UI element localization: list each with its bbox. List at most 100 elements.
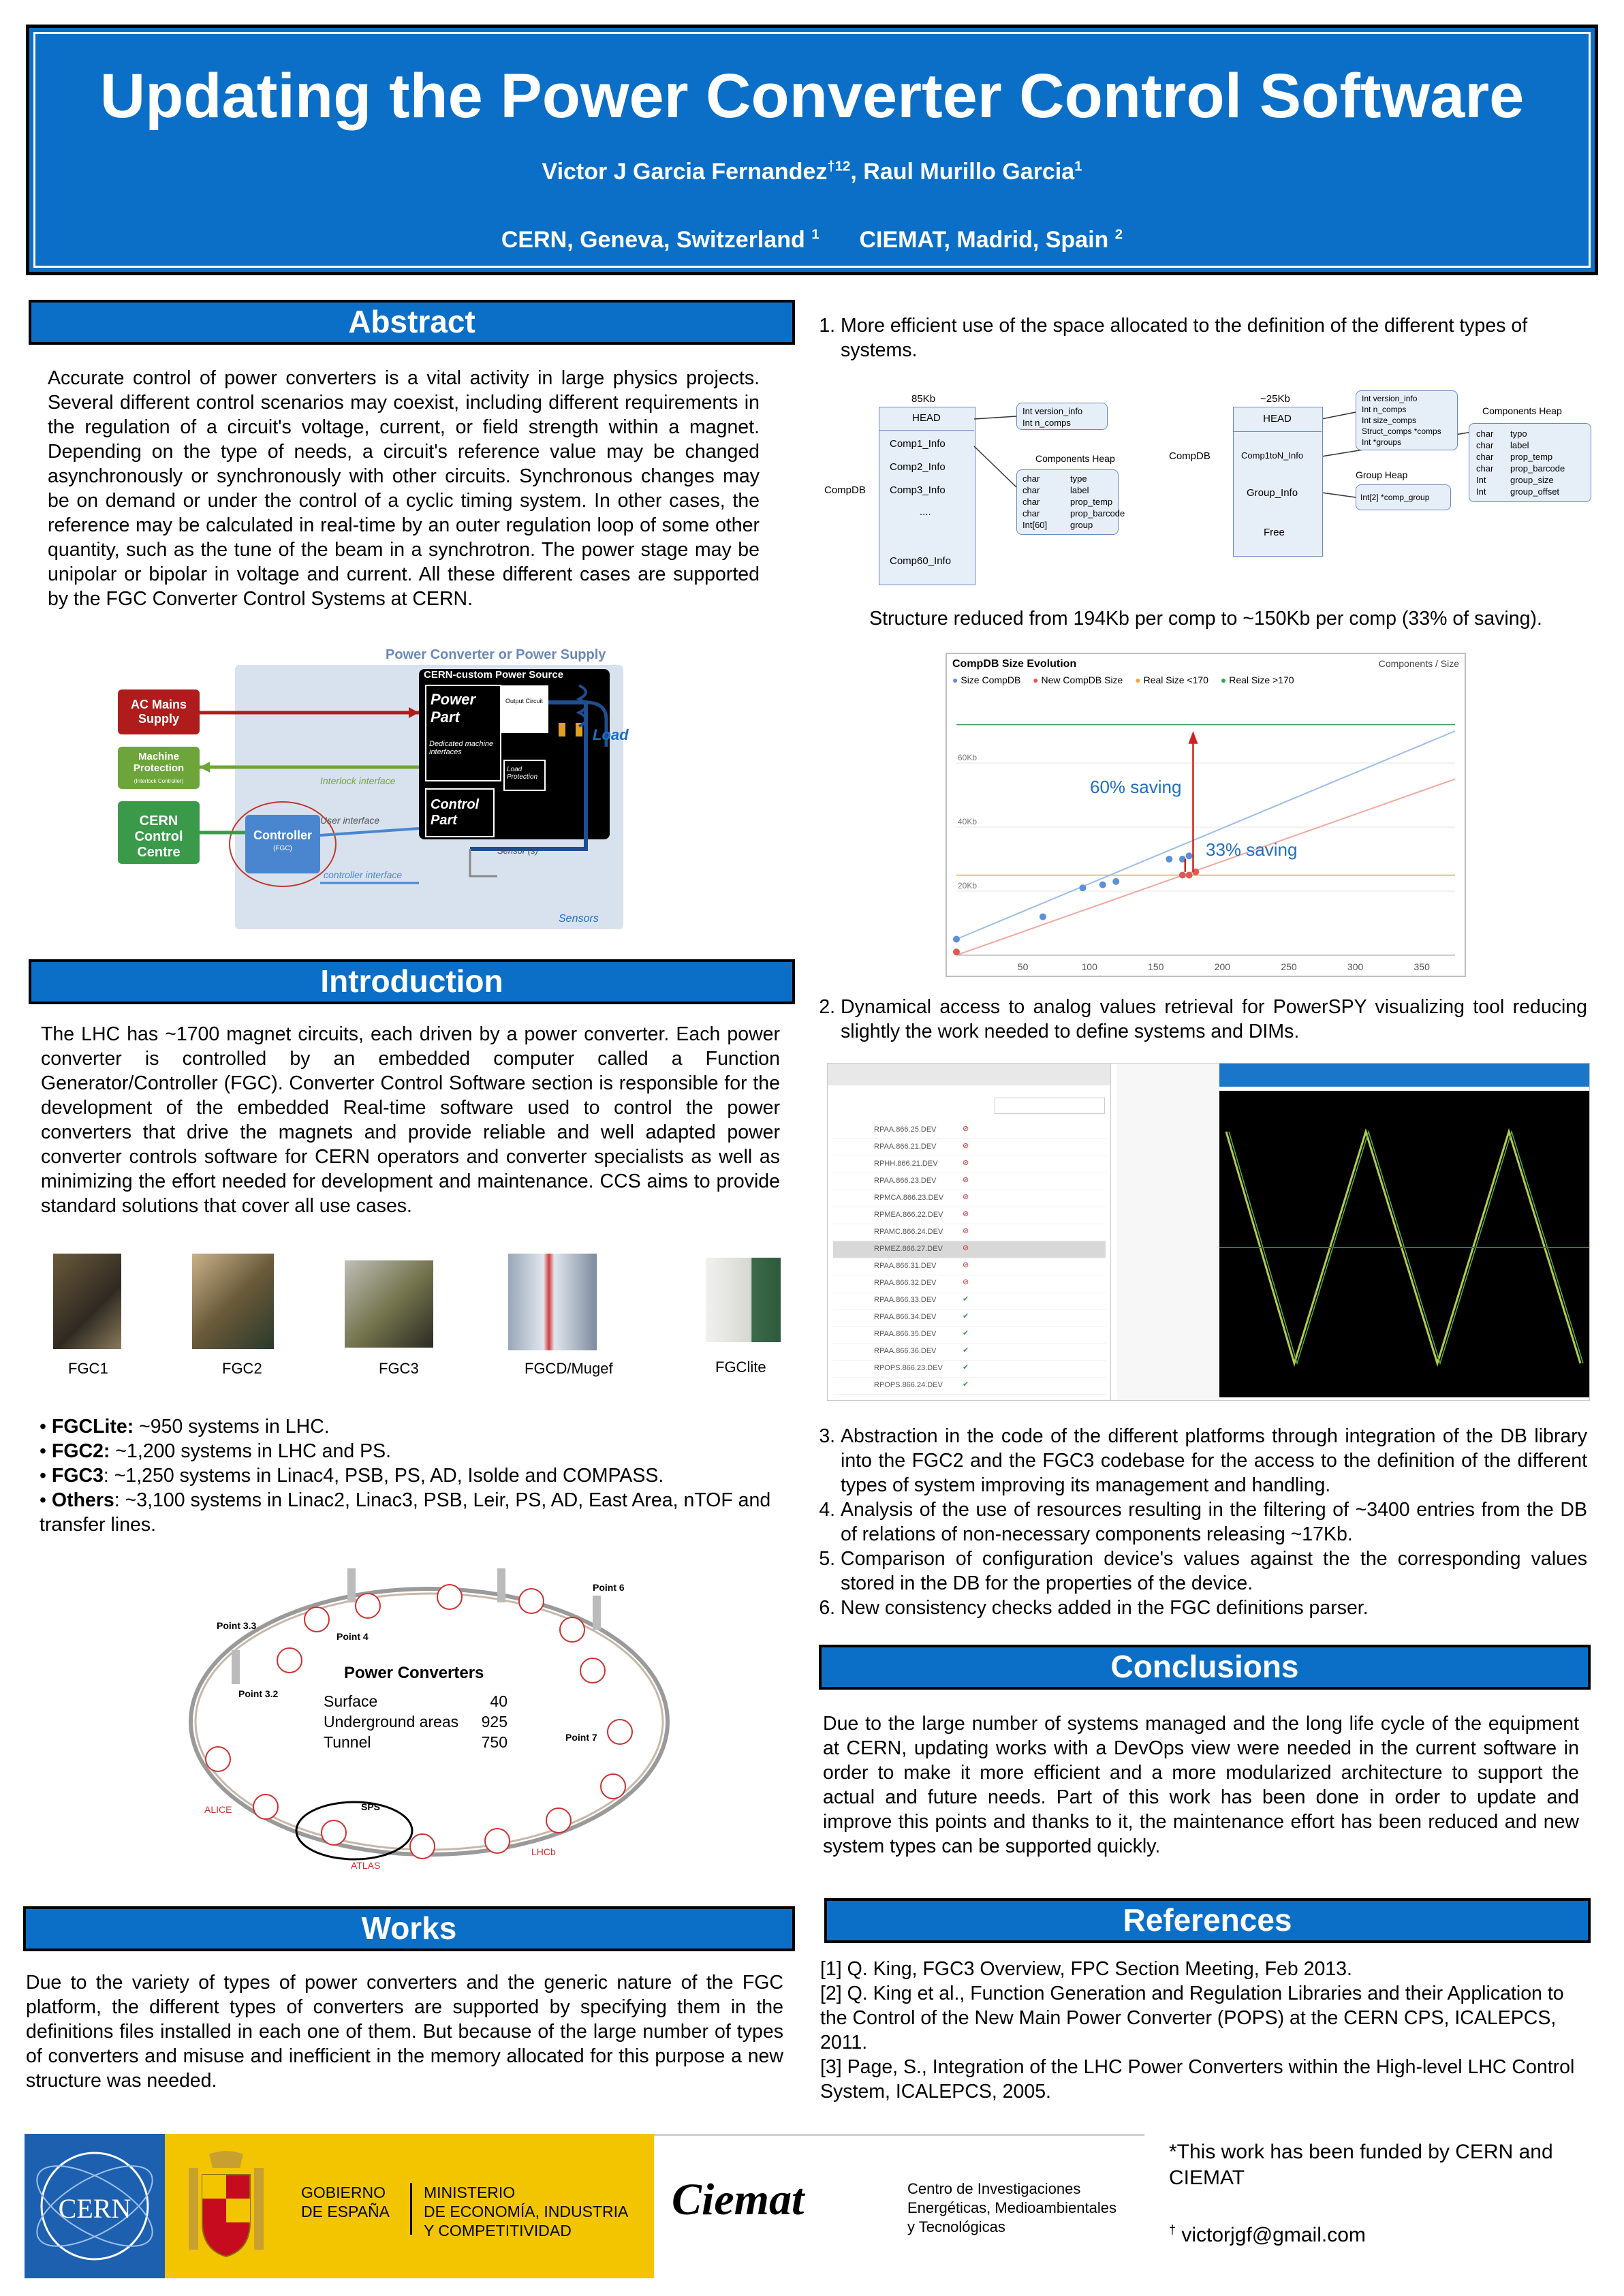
data-point: [1166, 856, 1173, 863]
list-toolbar: [828, 1064, 1110, 1085]
device-list-row[interactable]: RPMEA.866.22.DEV⊘: [833, 1207, 1106, 1224]
reference-3: [3] Page, S., Integration of the LHC Pow…: [820, 2056, 1575, 2103]
fgc1-photo: [53, 1254, 121, 1349]
ciemat-logo: Ciemat: [672, 2175, 805, 2224]
device-list-name: RPAA.866.33.DEV: [874, 1296, 937, 1304]
structure-diagram: 85Kb HEAD Comp1_Info Comp2_Info Comp3_In…: [824, 385, 1594, 585]
ciemat-box: Ciemat Centro de Investigaciones Energét…: [654, 2134, 1144, 2280]
gobierno-divider: [410, 2183, 412, 2235]
device-list-row[interactable]: RPAA.866.31.DEV⊘: [833, 1258, 1106, 1275]
device-list-row[interactable]: RPAA.866.21.DEV⊘: [833, 1139, 1106, 1156]
device-list-name: RPAA.866.21.DEV: [874, 1143, 937, 1151]
author-line: Victor J Garcia Fernandez†12, Raul Muril…: [29, 159, 1595, 185]
email: victorjgf@gmail.com: [1176, 2224, 1366, 2246]
map-point-7: Point 7: [565, 1732, 597, 1743]
status-icon: ✔: [963, 1346, 969, 1354]
gobierno-box: GOBIERNO DE ESPAÑA MINISTERIO DE ECONOMÍ…: [165, 2134, 654, 2278]
works-text: Due to the variety of types of power con…: [26, 1972, 783, 2092]
powerspy-sidepanel: [1117, 1064, 1219, 1400]
affiliation-2-sup: 2: [1114, 227, 1123, 243]
device-list-name: RPAA.866.32.DEV: [874, 1279, 937, 1287]
data-point: [953, 948, 960, 956]
device-photos: FGC1 FGC2 FGC3 FGCD/Mugef FGClite: [48, 1251, 797, 1380]
device-list-row[interactable]: RPAA.866.36.DEV✔: [833, 1344, 1106, 1361]
map-point-4: Point 4: [337, 1631, 369, 1642]
machine-protection-sub: (Interlock Controller): [134, 778, 184, 784]
status-icon: ✔: [963, 1312, 969, 1320]
device-list-row[interactable]: RPAA.866.25.DEV⊘: [833, 1122, 1106, 1139]
item-5-text: Comparison of configuration device's val…: [841, 1547, 1587, 1596]
status-icon: ⊘: [963, 1227, 969, 1235]
device-list-row[interactable]: RPMEZ.866.27.DEV⊘: [833, 1241, 1106, 1258]
status-icon: ✔: [963, 1363, 969, 1371]
status-icon: ✔: [963, 1295, 969, 1303]
x-tick-label: 50: [1018, 961, 1029, 972]
legend-1: ● Size CompDB: [952, 674, 1021, 685]
old-row-2: Comp2_Info: [890, 461, 946, 473]
diagram-outer-title: Power Converter or Power Supply: [386, 647, 606, 662]
powerspy-screenshot: RPAA.866.25.DEV⊘RPAA.866.21.DEV⊘RPHH.866…: [827, 1063, 1590, 1401]
conclusions-heading: Conclusions: [819, 1645, 1591, 1690]
device-list-name: RPAA.866.31.DEV: [874, 1262, 937, 1270]
device-list-name: RPMEA.866.22.DEV: [874, 1211, 943, 1219]
power-converter-svg: [118, 665, 623, 929]
x-tick-label: 250: [1281, 961, 1297, 972]
device-list-row[interactable]: RPAMC.866.24.DEV⊘: [833, 1224, 1106, 1241]
ac-mains-label: AC Mains Supply: [130, 698, 187, 726]
new-head: HEAD: [1233, 407, 1322, 432]
device-list-row[interactable]: RPOPS.866.24.DEV✔: [833, 1378, 1106, 1395]
powerspy-waves: [1219, 1128, 1589, 1367]
list-search-input[interactable]: [995, 1098, 1105, 1114]
device-list-row[interactable]: RPAA.866.33.DEV ✔: [833, 1292, 1106, 1309]
status-icon: ⊘: [963, 1244, 969, 1252]
abstract-heading: Abstract: [29, 300, 795, 345]
status-icon: ⊘: [963, 1159, 969, 1167]
reference-2: [2] Q. King et al., Function Generation …: [820, 1983, 1564, 2053]
controller-label: Controller: [253, 828, 312, 842]
map-atlas: ATLAS: [351, 1860, 381, 1871]
device-list-row[interactable]: RPAA.866.23.DEV⊘: [833, 1173, 1106, 1190]
power-part-label: Power Part: [431, 691, 476, 726]
old-size: 85Kb: [911, 393, 936, 405]
trend-line-size: [956, 730, 1456, 940]
y-tick-label: 60Kb: [958, 753, 977, 762]
x-tick-label: 150: [1148, 961, 1164, 972]
affiliation-2: CIEMAT, Madrid, Spain: [859, 227, 1109, 253]
item-6-text: New consistency checks added in the FGC …: [841, 1596, 1587, 1620]
powerspy-toolbar: [1219, 1064, 1589, 1087]
device-list-row[interactable]: RPAA.866.35.DEV✔: [833, 1327, 1106, 1344]
dedicated-interfaces-label: Dedicated machine interfaces: [429, 740, 494, 756]
sensor-label: Sensor (s): [497, 846, 538, 856]
old-row-5: Comp60_Info: [890, 555, 952, 567]
device-list-name: RPAA.866.34.DEV: [874, 1313, 937, 1321]
introduction-text: The LHC has ~1700 magnet circuits, each …: [41, 1023, 780, 1217]
user-interface-label: User interface: [320, 815, 380, 826]
power-converter-diagram: Power Converter or Power Supply CERN-cus…: [116, 645, 634, 931]
structure-caption: Structure reduced from 194Kb per comp to…: [869, 608, 1542, 630]
device-list-row[interactable]: RPMCA.866.23.DEV⊘: [833, 1190, 1106, 1207]
y-tick-label: 20Kb: [958, 881, 977, 890]
device-list-row[interactable]: RPAA.866.32.DEV⊘: [833, 1275, 1106, 1292]
lhc-ring-svg: [189, 1568, 670, 1861]
device-list-row[interactable]: RPAA.866.34.DEV ✔: [833, 1309, 1106, 1327]
new-row-2: Group_Info: [1247, 487, 1298, 499]
device-list-row[interactable]: RPHH.866.21.DEV⊘: [833, 1156, 1106, 1173]
system-bullets: • FGCLite: ~950 systems in LHC. • FGC2: …: [40, 1414, 782, 1537]
cern-logo-box: CERN: [25, 2134, 165, 2278]
device-list-row[interactable]: RPOPS.866.23.DEV✔: [833, 1361, 1106, 1378]
bullet-fgc2: • FGC2: ~1,200 systems in LHC and PS.: [40, 1440, 392, 1462]
device-label-fgcd: FGCD/Mugef: [525, 1360, 613, 1377]
author-1: Victor J Garcia Fernandez: [542, 159, 828, 185]
right-item-1: More efficient use of the space allocate…: [811, 313, 1587, 362]
affiliation-1-sup: 1: [811, 227, 819, 243]
old-heap-title: Components Heap: [1035, 453, 1115, 464]
item-3-text: Abstraction in the code of the different…: [841, 1424, 1587, 1498]
status-icon: ⊘: [963, 1176, 969, 1184]
